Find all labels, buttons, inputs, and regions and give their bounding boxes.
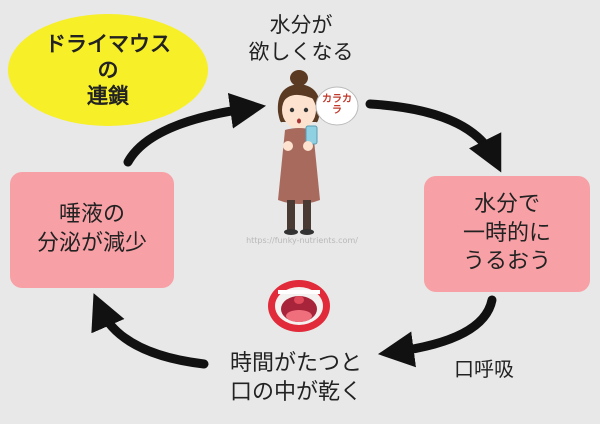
title-bubble: ドライマウス の 連鎖 [8, 14, 208, 126]
step-saliva-decrease-line-2: 分泌が減少 [36, 231, 147, 256]
arrow-left-to-top [123, 92, 267, 167]
step-saliva-decrease: 唾液の 分泌が減少 [10, 172, 174, 288]
speech-bubble-text: カラカラ [322, 94, 352, 116]
step-temporarily-moist-line-1: 水分で [473, 192, 540, 218]
step-temporarily-moist-line-3: うるおう [462, 249, 551, 275]
step-want-water: 水分が 欲しくなる [226, 12, 376, 67]
watermark: https://funky-nutrients.com/ [246, 236, 358, 245]
step-mouth-dries: 時間がたつと 口の中が乾く [212, 350, 380, 407]
mouth-illustration [268, 280, 330, 332]
step-want-water-line-2: 欲しくなる [248, 40, 354, 65]
step-temporarily-moist-line-2: 一時的に [462, 220, 551, 246]
title-line-3: 連鎖 [87, 84, 129, 109]
arrow-bottom-to-left [91, 293, 209, 369]
speech-bubble [315, 86, 359, 126]
title-line-1: ドライマウス [45, 31, 171, 56]
arrow-right-to-bottom [377, 295, 497, 368]
step-saliva-decrease-line-1: 唾液の [58, 202, 125, 228]
woman-drinking-illustration [277, 70, 321, 235]
mouth-breathing-label: 口呼吸 [454, 357, 514, 381]
step-want-water-line-1: 水分が [269, 13, 333, 37]
step-mouth-dries-line-2: 口の中が乾く [229, 379, 362, 405]
title-line-2: の [97, 57, 119, 82]
step-mouth-dries-line-1: 時間がたつと [229, 351, 362, 376]
step-temporarily-moist: 水分で 一時的に うるおう [424, 176, 590, 292]
arrow-top-to-right [365, 99, 502, 173]
